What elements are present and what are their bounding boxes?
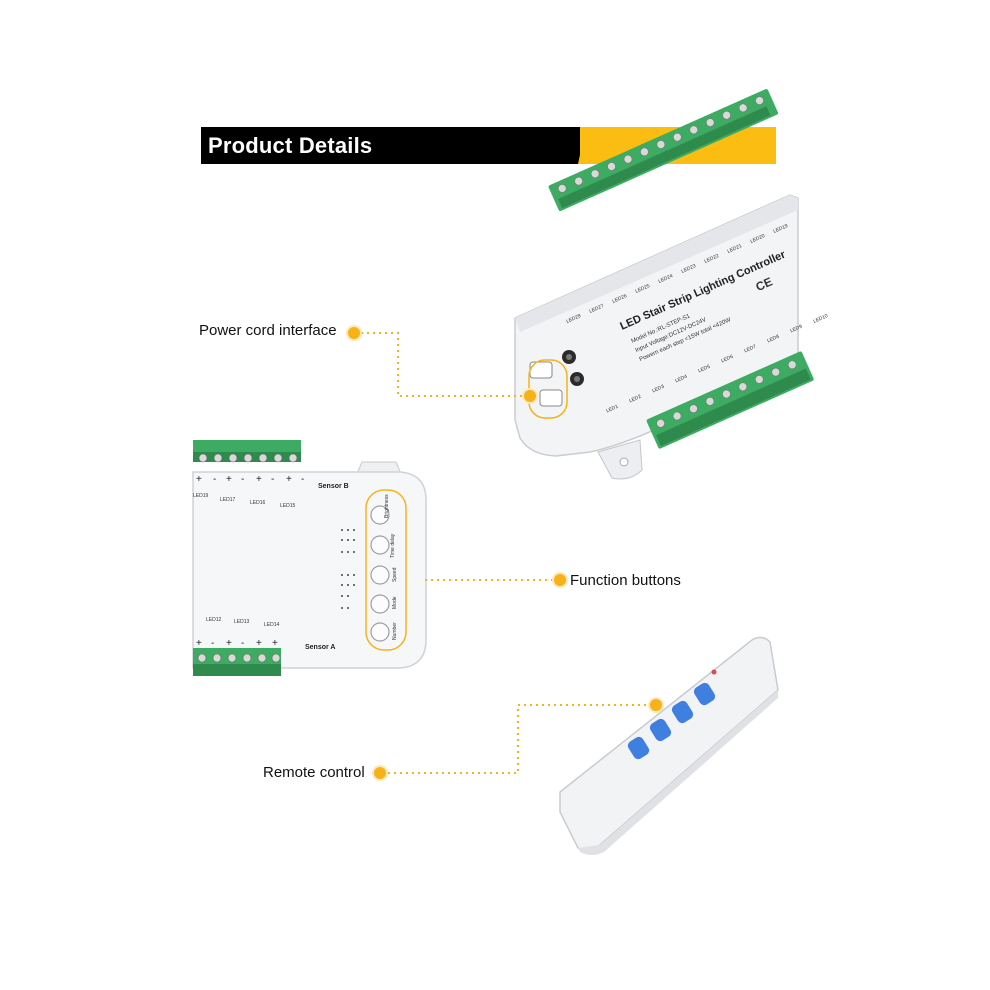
header-accent-slant [578,127,586,164]
svg-text:-: - [271,474,274,485]
button-label-mode: Mode [392,596,398,609]
svg-text:-: - [211,638,214,649]
svg-text:+: + [272,638,278,649]
callout-function-buttons: Function buttons [570,572,681,589]
callout-dot [650,699,662,711]
ce-mark: CE [754,274,775,294]
panel-led-label: LED13 [234,619,250,625]
controller-device: LED Stair Strip Lighting Controller Mode… [514,89,814,480]
panel-sensor-b: Sensor B [318,483,349,490]
svg-text:+: + [256,474,262,485]
panel-sensor-a: Sensor A [305,644,336,651]
svg-text:+: + [196,474,202,485]
callout-dot [554,574,566,586]
callout-power-cord: Power cord interface [199,322,337,339]
remote-device [559,636,779,855]
panel-led-label: LED19 [193,493,209,499]
svg-text:+: + [226,474,232,485]
callout-remote-control: Remote control [263,764,365,781]
panel-led-label: LED14 [264,622,280,628]
panel-led-label: LED17 [220,497,236,503]
svg-text:+: + [256,638,262,649]
panel-led-label: LED12 [206,617,222,623]
button-label-speed: Speed [392,567,398,582]
svg-text:+: + [286,474,292,485]
svg-text:+: + [196,638,202,649]
svg-text:+: + [226,638,232,649]
callout-dot [348,327,360,339]
button-label-time-delay: Time delay [390,533,396,558]
page-title: Product Details [208,133,373,158]
svg-text:-: - [241,474,244,485]
svg-text:-: - [301,474,304,485]
button-label-number: Number [392,622,398,640]
control-panel: +-+ -+- +- +-+ -++ [192,440,427,676]
callout-dot [524,390,536,402]
svg-text:-: - [213,474,216,485]
svg-text:-: - [241,638,244,649]
callout-dot [374,767,386,779]
panel-led-label: LED15 [280,503,296,509]
button-label-brightness: Brightness [384,494,390,518]
panel-led-label: LED16 [250,500,266,506]
